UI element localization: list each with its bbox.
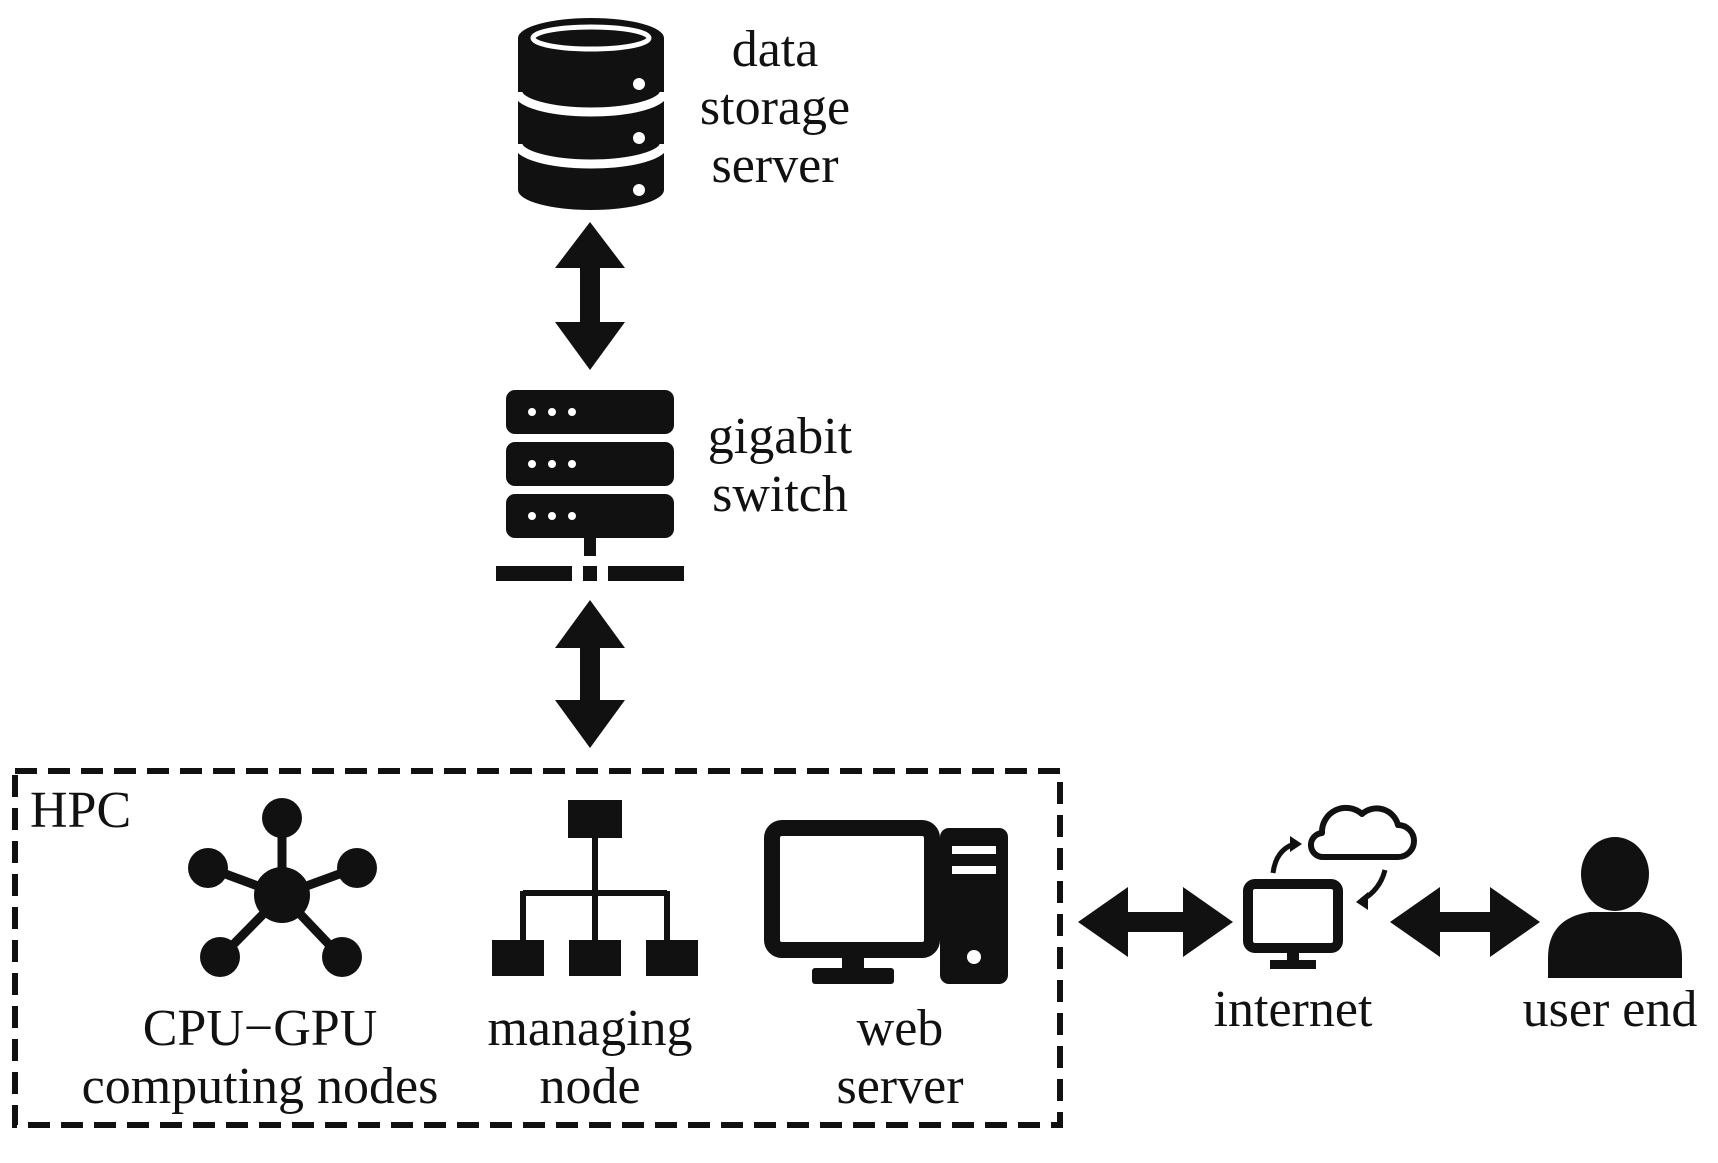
internet-label: internet [1213,981,1373,1038]
user-icon [1548,837,1682,978]
user-end-label: user end [1522,981,1698,1038]
data-storage-server-label-line-3: server [711,137,839,194]
hpc-label: HPC [30,782,132,839]
database-icon [513,18,669,210]
data-storage-server-label-line-1: data [731,21,819,78]
gigabit-switch-label-line-2: switch [712,466,848,523]
hpc-boundary [12,768,1063,1128]
data-storage-server-label-line-2: storage [699,79,851,136]
managing-node-label: managing node [465,1000,715,1116]
hierarchy-icon [492,800,698,976]
hpc-internet-arrow [1078,887,1233,957]
gigabit-switch-label: gigabit switch [690,408,870,524]
managing-node-label-line-2: node [539,1058,641,1115]
internet-user-arrow [1390,887,1540,957]
network-switch-icon [496,390,684,581]
cloud-computer-icon [1243,804,1417,969]
storage-switch-arrow [555,222,625,370]
gigabit-switch-label-line-1: gigabit [707,408,853,465]
computing-nodes-label-line-1: CPU−GPU [142,1000,378,1057]
web-server-label-line-1: web [856,1000,944,1057]
computing-nodes-label-line-2: computing nodes [81,1058,439,1115]
web-server-label-line-2: server [836,1058,964,1115]
managing-node-label-line-1: managing [487,1000,693,1057]
data-storage-server-label: data storage server [675,21,875,195]
computing-nodes-label: CPU−GPU computing nodes [50,1000,470,1116]
switch-hpc-arrow [555,600,625,748]
web-server-label: web server [800,1000,1000,1116]
desktop-computer-icon [764,820,1008,984]
network-hub-icon [188,798,377,977]
